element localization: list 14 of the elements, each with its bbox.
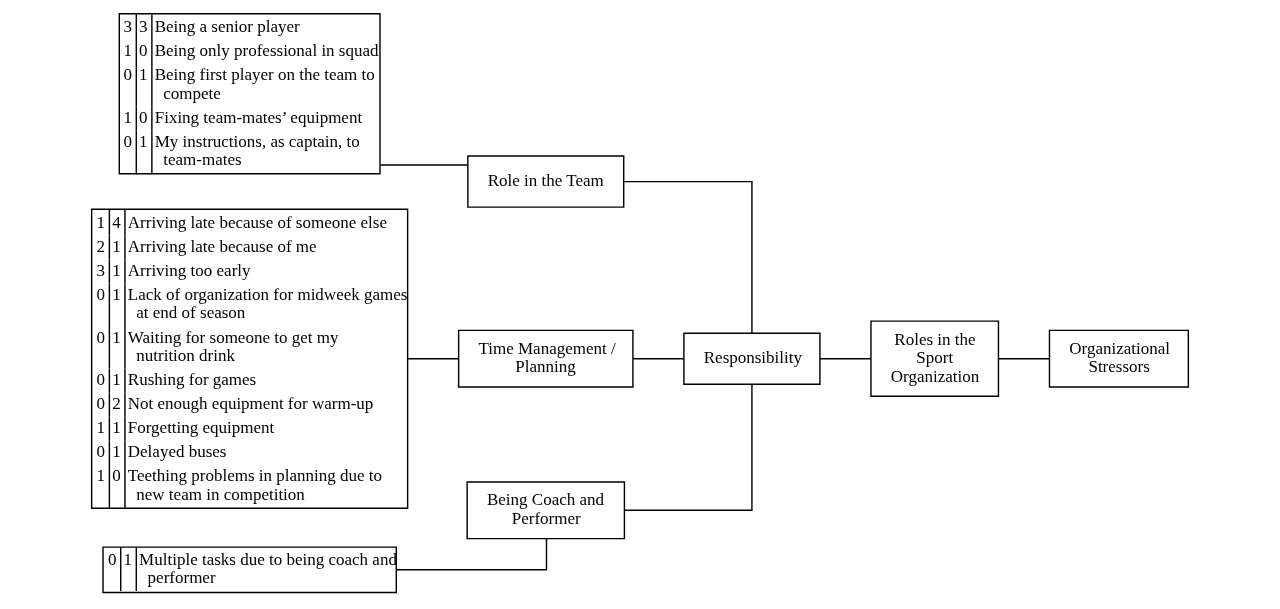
connector [632,358,685,360]
connector [379,164,469,166]
connector [819,358,872,360]
connector [624,383,753,511]
connector [997,358,1051,360]
connector [623,180,753,334]
node-box: Role in the Team [467,155,625,208]
node-box: Roles in the Sport Organization [870,320,1000,397]
node-box: Responsibility [683,332,821,385]
node-box: Time Management / Planning [457,329,634,388]
node-box: Being Coach and Performer [466,481,626,540]
connector [407,358,459,360]
node-box: Organizational Stressors [1048,329,1190,388]
connector [395,537,548,571]
